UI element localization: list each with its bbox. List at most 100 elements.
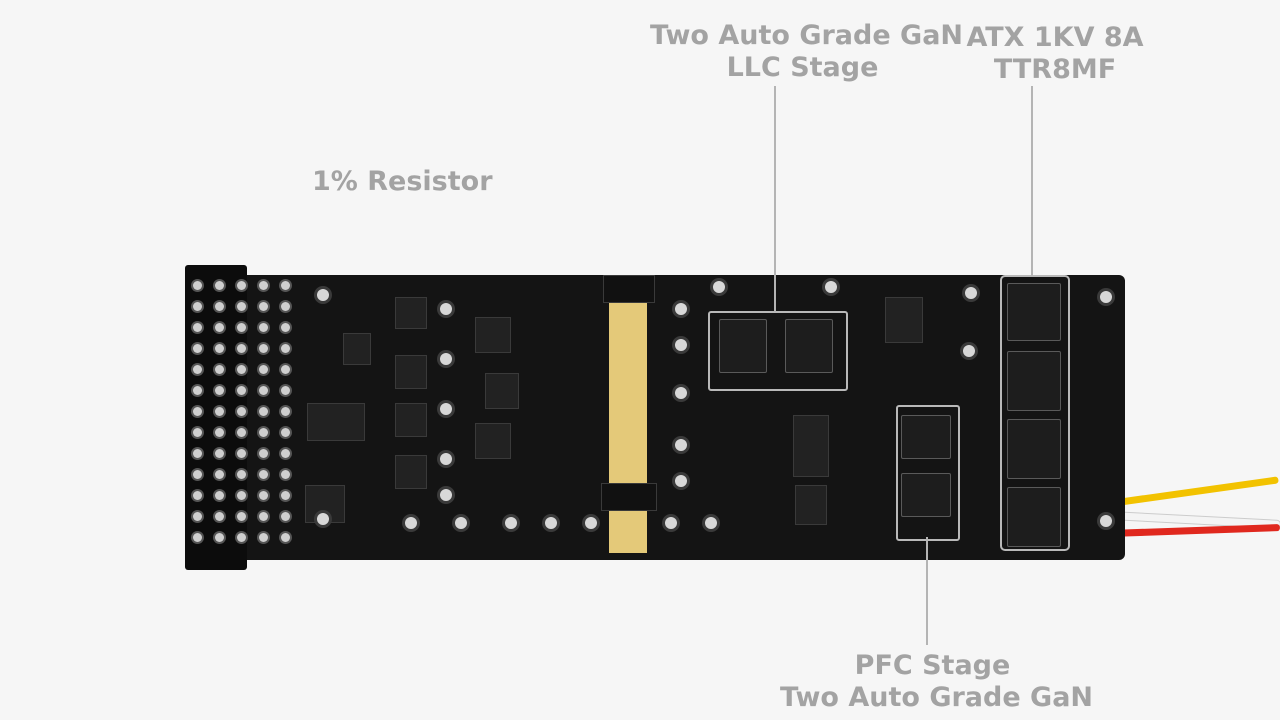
connector-pin: [281, 323, 290, 332]
via-hole: [963, 345, 975, 357]
connector-pin: [237, 470, 246, 479]
connector-pin: [237, 407, 246, 416]
via-hole: [965, 287, 977, 299]
via-hole: [405, 517, 417, 529]
connector-pin: [281, 449, 290, 458]
connector-pin: [193, 302, 202, 311]
connector-pin: [237, 386, 246, 395]
atx-label-line-2: TTR8MF: [960, 54, 1150, 86]
llc-callout-box: [708, 311, 848, 391]
ic-small-1: [343, 333, 371, 365]
connector-pin: [193, 386, 202, 395]
via-hole: [675, 303, 687, 315]
connector-pin: [215, 323, 224, 332]
connector-pin: [215, 281, 224, 290]
connector-pin: [193, 449, 202, 458]
connector-pin: [237, 491, 246, 500]
connector-pin: [237, 428, 246, 437]
connector-pin: [215, 491, 224, 500]
connector-pin: [281, 491, 290, 500]
connector-pin: [193, 512, 202, 521]
via-hole: [545, 517, 557, 529]
pfc-label-line-1: PFC Stage: [780, 650, 1085, 682]
via-hole: [705, 517, 717, 529]
connector-pin: [237, 512, 246, 521]
connector-pin: [237, 344, 246, 353]
connector-pin: [281, 344, 290, 353]
connector-pin: [259, 512, 268, 521]
connector-pin: [237, 281, 246, 290]
connector-pin: [259, 533, 268, 542]
atx-label-line-1: ATX 1KV 8A: [960, 22, 1150, 54]
resistor-label: 1% Resistor: [312, 166, 493, 198]
connector-pin: [281, 386, 290, 395]
connector-pin: [193, 365, 202, 374]
atx-callout-box: [1000, 275, 1070, 551]
connector-pin: [215, 533, 224, 542]
connector-pin: [259, 449, 268, 458]
via-hole: [440, 403, 452, 415]
connector-pin: [259, 302, 268, 311]
connector-pin: [237, 449, 246, 458]
connector-pin: [259, 491, 268, 500]
connector-pin: [215, 365, 224, 374]
ic-small-6: [475, 317, 511, 353]
connector-pin: [281, 428, 290, 437]
connector-pin: [237, 533, 246, 542]
connector-pin: [237, 302, 246, 311]
pfc-callout-box: [896, 405, 960, 541]
ic-small-3: [395, 355, 427, 389]
connector-pin: [281, 365, 290, 374]
via-hole: [825, 281, 837, 293]
connector-pin: [215, 302, 224, 311]
ic-small-2: [395, 297, 427, 329]
isolation-chip-top: [603, 275, 655, 303]
pcb-board: [185, 275, 1125, 560]
via-hole: [440, 303, 452, 315]
via-hole: [440, 489, 452, 501]
ic-driver: [795, 485, 827, 525]
pfc-label-line-2: Two Auto Grade GaN: [780, 682, 1085, 714]
connector-pin: [259, 407, 268, 416]
connector-pin: [193, 407, 202, 416]
connector-pin: [193, 491, 202, 500]
via-hole: [675, 339, 687, 351]
llc-stage-label: Two Auto Grade GaN LLC Stage: [650, 20, 955, 84]
ic-small-4: [395, 403, 427, 437]
ic-main-controller: [307, 403, 365, 441]
edge-connector: [185, 265, 247, 570]
connector-pin: [215, 407, 224, 416]
via-hole: [317, 513, 329, 525]
pfc-leader-line: [926, 537, 928, 645]
connector-pin: [193, 533, 202, 542]
via-hole: [440, 353, 452, 365]
connector-pin: [281, 512, 290, 521]
connector-pin: [215, 449, 224, 458]
llc-label-line-1: Two Auto Grade GaN: [650, 20, 955, 52]
connector-pin: [281, 302, 290, 311]
connector-pin: [281, 533, 290, 542]
connector-pin: [259, 470, 268, 479]
via-hole: [1100, 515, 1112, 527]
atx-label: ATX 1KV 8A TTR8MF: [960, 22, 1150, 86]
connector-pin: [259, 428, 268, 437]
connector-pin: [259, 344, 268, 353]
via-hole: [440, 453, 452, 465]
connector-pin: [259, 365, 268, 374]
via-hole: [675, 439, 687, 451]
connector-pin: [215, 512, 224, 521]
connector-pin: [237, 365, 246, 374]
connector-pin: [237, 323, 246, 332]
pfc-stage-label: PFC Stage Two Auto Grade GaN: [780, 650, 1085, 714]
via-hole: [665, 517, 677, 529]
connector-pin: [215, 344, 224, 353]
via-hole: [675, 387, 687, 399]
connector-pin: [259, 386, 268, 395]
connector-pin: [193, 323, 202, 332]
via-hole: [455, 517, 467, 529]
yellow-wire: [1110, 476, 1279, 507]
via-hole: [675, 475, 687, 487]
via-hole: [713, 281, 725, 293]
connector-pin: [281, 470, 290, 479]
regulator: [885, 297, 923, 343]
